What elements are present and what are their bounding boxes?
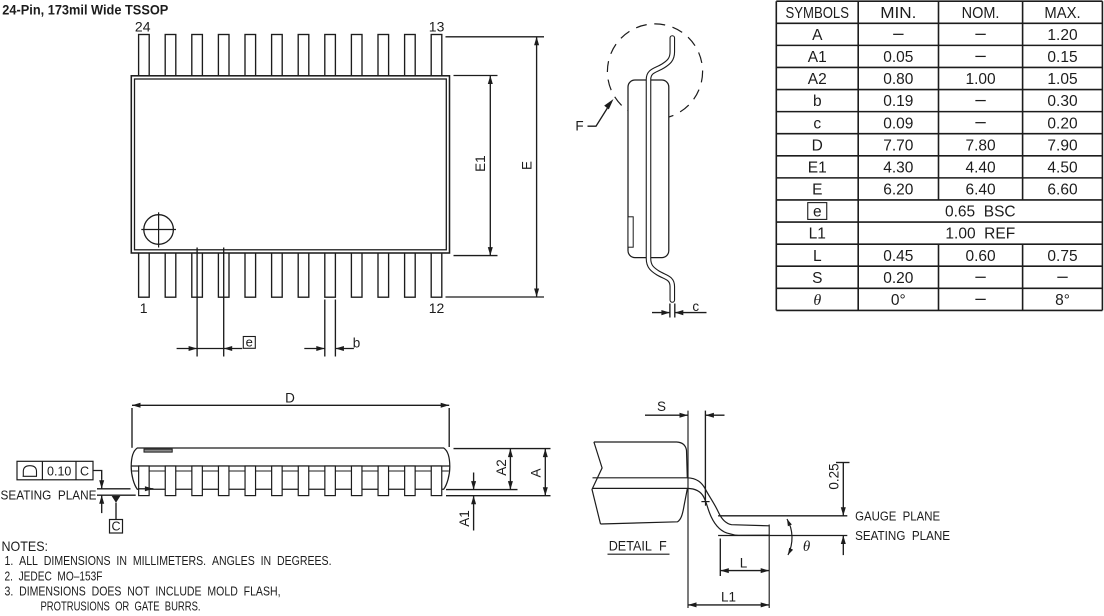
svg-text:0.65 BSC: 0.65 BSC: [945, 204, 1016, 221]
svg-text:e: e: [246, 334, 253, 349]
svg-text:0.10: 0.10: [47, 464, 71, 478]
svg-text:0.45: 0.45: [883, 248, 913, 265]
svg-text:PROTRUSIONS OR GATE BURRS.: PROTRUSIONS OR GATE BURRS.: [41, 598, 201, 611]
svg-text:0.15: 0.15: [1047, 49, 1077, 66]
svg-text:A: A: [529, 468, 544, 477]
svg-text:1.05: 1.05: [1047, 71, 1077, 88]
svg-text:4.40: 4.40: [965, 159, 996, 176]
svg-text:NOM.: NOM.: [962, 5, 1000, 22]
svg-text:0°: 0°: [891, 292, 906, 309]
svg-text:0.80: 0.80: [883, 71, 914, 88]
svg-text:4.50: 4.50: [1047, 159, 1078, 176]
svg-text:θ: θ: [803, 539, 811, 555]
svg-text:7.80: 7.80: [965, 137, 996, 154]
svg-text:E1: E1: [473, 155, 488, 172]
svg-text:0.25: 0.25: [826, 463, 841, 489]
svg-text:b: b: [813, 93, 822, 110]
svg-text:L: L: [813, 248, 822, 265]
svg-text:1.00 REF: 1.00 REF: [945, 226, 1015, 243]
svg-text:L1: L1: [809, 226, 826, 243]
svg-text:8°: 8°: [1055, 292, 1070, 309]
svg-text:0.60: 0.60: [965, 248, 996, 265]
svg-text:e: e: [813, 204, 822, 221]
svg-text:MAX.: MAX.: [1044, 5, 1080, 22]
svg-text:E: E: [519, 161, 534, 170]
svg-text:0.05: 0.05: [883, 49, 913, 66]
svg-text:A1: A1: [808, 49, 827, 66]
svg-text:b: b: [353, 336, 361, 351]
svg-text:3. DIMENSIONS DOES NOT INC: 3. DIMENSIONS DOES NOT INCLUDE MOLD FLAS…: [5, 584, 281, 599]
svg-text:DETAIL F: DETAIL F: [609, 539, 667, 554]
svg-text:D: D: [285, 390, 295, 405]
svg-text:6.40: 6.40: [965, 182, 996, 199]
svg-text:θ: θ: [813, 292, 821, 309]
svg-text:C: C: [111, 520, 120, 534]
svg-text:0.20: 0.20: [883, 270, 914, 287]
svg-text:13: 13: [429, 18, 445, 34]
svg-text:E: E: [812, 182, 822, 199]
svg-text:S: S: [812, 270, 822, 287]
svg-text:1. ALL DIMENSIONS IN MILLI: 1. ALL DIMENSIONS IN MILLIMETERS. ANGLES…: [5, 553, 332, 568]
svg-text:E1: E1: [808, 159, 827, 176]
svg-text:NOTES:: NOTES:: [2, 538, 49, 554]
svg-text:0.75: 0.75: [1047, 248, 1077, 265]
svg-text:S: S: [657, 399, 666, 414]
svg-text:SEATING PLANE: SEATING PLANE: [1, 488, 97, 503]
svg-text:24-Pin, 173mil Wide TSSOP: 24-Pin, 173mil Wide TSSOP: [2, 3, 168, 18]
svg-text:L: L: [740, 556, 748, 571]
svg-text:A2: A2: [494, 459, 509, 476]
svg-text:MIN.: MIN.: [880, 5, 916, 22]
svg-text:0.30: 0.30: [1047, 93, 1078, 110]
svg-text:2. JEDEC MO–153F: 2. JEDEC MO–153F: [5, 568, 103, 583]
svg-text:24: 24: [135, 18, 151, 34]
svg-text:7.70: 7.70: [883, 137, 914, 154]
svg-text:c: c: [813, 115, 821, 132]
svg-text:4.30: 4.30: [883, 159, 914, 176]
svg-text:6.60: 6.60: [1047, 182, 1078, 199]
svg-text:F: F: [575, 119, 583, 134]
svg-text:C: C: [80, 464, 89, 478]
svg-text:12: 12: [429, 300, 445, 316]
svg-text:A1: A1: [457, 510, 472, 527]
svg-text:D: D: [812, 137, 823, 154]
svg-text:0.20: 0.20: [1047, 115, 1078, 132]
svg-text:0.09: 0.09: [883, 115, 913, 132]
svg-text:A: A: [812, 27, 823, 44]
svg-text:0.19: 0.19: [883, 93, 913, 110]
svg-text:A2: A2: [808, 71, 827, 88]
svg-text:7.90: 7.90: [1047, 137, 1078, 154]
svg-text:L1: L1: [721, 589, 736, 604]
svg-text:1.00: 1.00: [965, 71, 996, 88]
svg-text:c: c: [692, 299, 699, 314]
svg-text:6.20: 6.20: [883, 182, 914, 199]
svg-text:1.20: 1.20: [1047, 27, 1078, 44]
svg-text:SEATING PLANE: SEATING PLANE: [855, 528, 950, 543]
svg-text:GAUGE PLANE: GAUGE PLANE: [855, 508, 940, 523]
svg-text:1: 1: [140, 300, 148, 316]
svg-text:SYMBOLS: SYMBOLS: [786, 5, 850, 22]
